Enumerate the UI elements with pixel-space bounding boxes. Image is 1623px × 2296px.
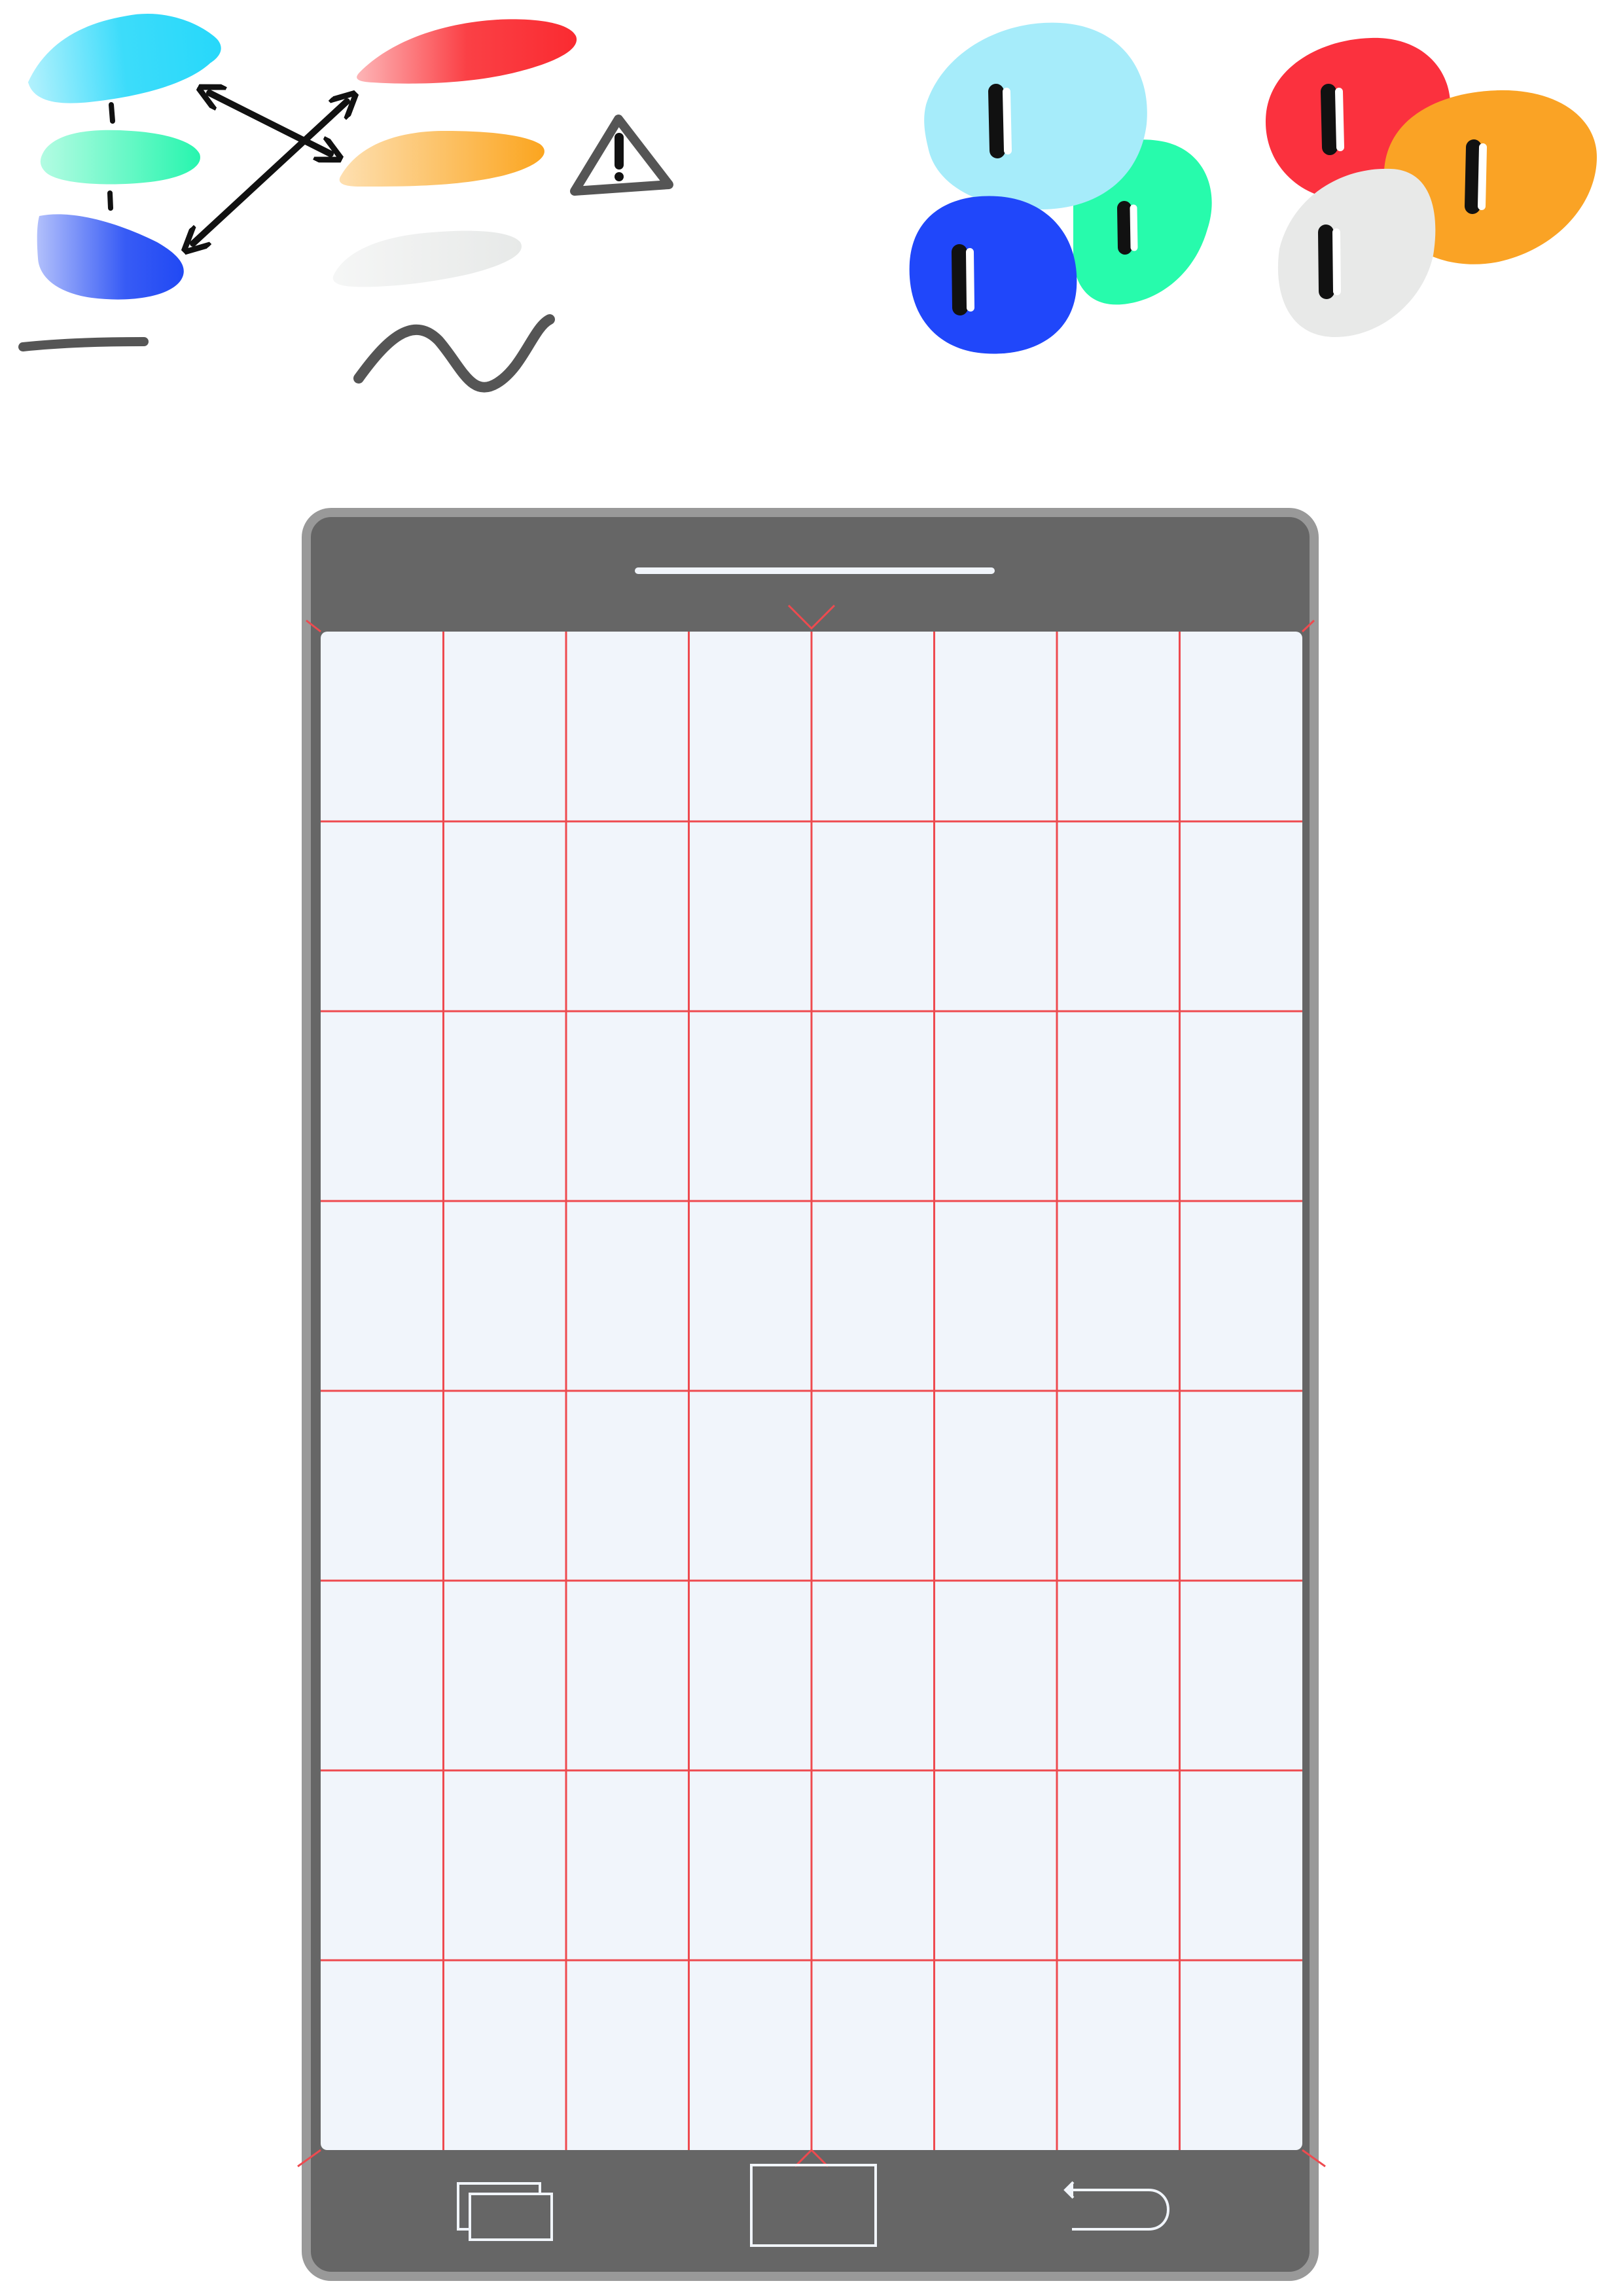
bubble-eyes-right: [1318, 84, 1487, 299]
light-blue-swatch: [27, 14, 221, 103]
warning-icon: [570, 115, 673, 196]
back-icon[interactable]: [1063, 2181, 1169, 2231]
bubble-orange: [1384, 90, 1597, 264]
dash-line-icon: [18, 337, 149, 351]
safe-area-markers: [297, 604, 1326, 2168]
recent-apps-icon[interactable]: [457, 2182, 553, 2241]
blue-swatch: [37, 214, 184, 300]
bubble-light-blue: [924, 22, 1147, 209]
mint-swatch: [40, 130, 200, 185]
light-gray-swatch: [332, 230, 522, 287]
bubble-eyes: [952, 84, 1138, 315]
bubble-cluster-right: [1265, 37, 1597, 337]
screen-grid: [321, 632, 1302, 2150]
bubble-blue: [909, 196, 1077, 354]
orange-swatch: [339, 131, 544, 187]
home-icon[interactable]: [750, 2164, 877, 2247]
double-arrow-icon: [193, 93, 347, 243]
wave-icon: [353, 314, 555, 393]
bubble-gray: [1277, 168, 1436, 337]
bubble-cluster-left: [909, 22, 1212, 354]
red-swatch: [357, 19, 577, 84]
